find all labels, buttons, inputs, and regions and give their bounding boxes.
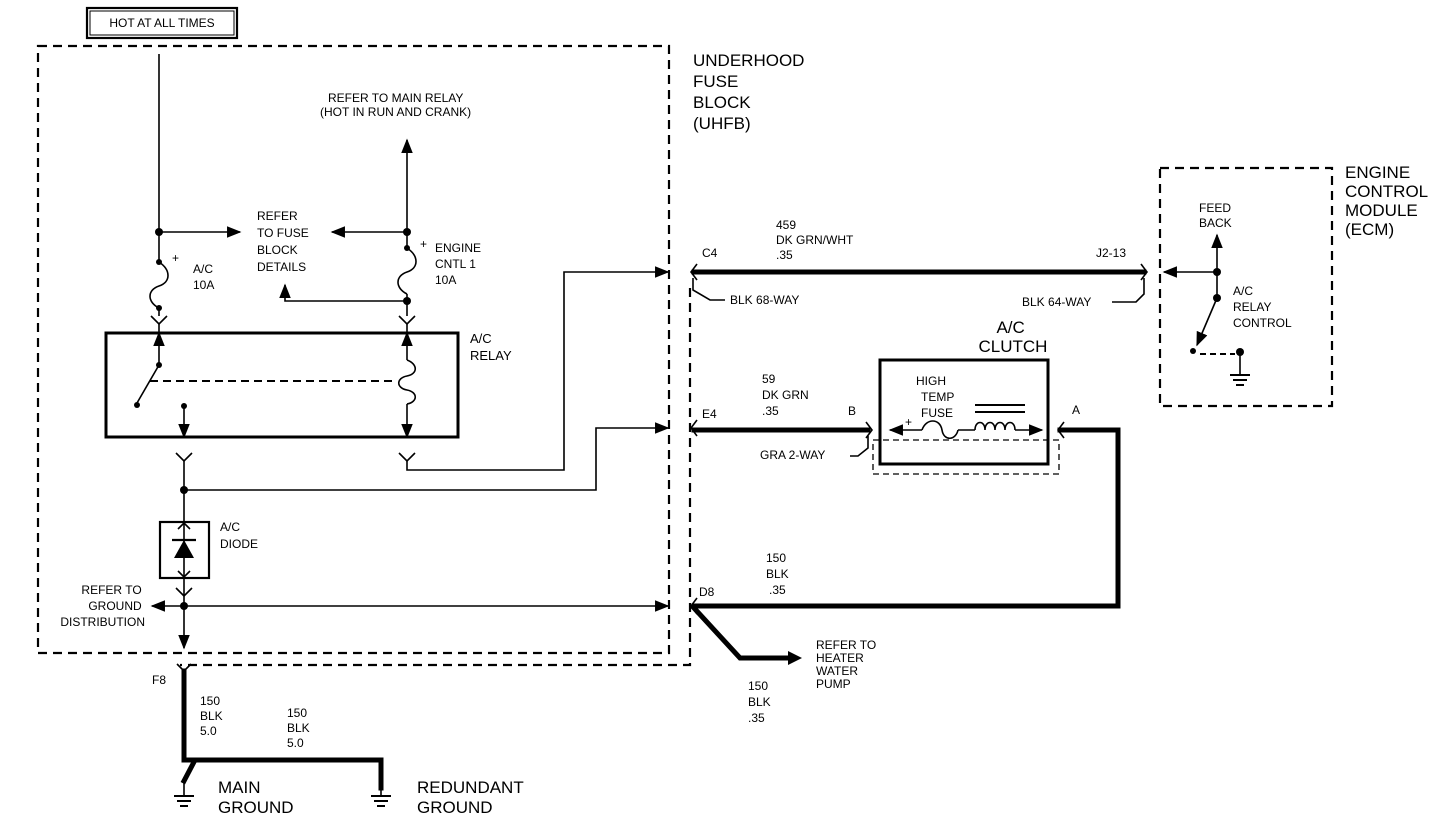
ecm-switch-contact xyxy=(1190,348,1196,354)
ac-diode xyxy=(158,520,211,580)
ac-clutch-connector-outline xyxy=(872,439,1060,475)
ac-diode-label: A/C DIODE xyxy=(220,520,258,551)
heater-arrow-head xyxy=(788,651,802,665)
refer-heater-label: REFER TO HEATER WATER PUMP xyxy=(816,638,880,691)
splice-dot xyxy=(403,228,411,236)
b-connector-mark xyxy=(865,421,873,439)
plus-marker: + xyxy=(172,251,179,265)
ecm-switch-arm xyxy=(1196,297,1218,347)
uhfb-connector-edge xyxy=(180,288,692,667)
main-ground-wire xyxy=(180,668,200,785)
engine-cntl-fuse xyxy=(279,245,417,332)
ac-clutch-body xyxy=(878,358,1050,466)
connector-fork xyxy=(175,452,193,463)
relay-to-e4-wire xyxy=(184,422,670,491)
c4-connector-label: C4 xyxy=(702,246,718,260)
b-connector-label: B xyxy=(848,404,856,418)
blk64-leader xyxy=(1112,278,1145,303)
gra2-label: GRA 2-WAY xyxy=(760,448,825,462)
ac-clutch-internal xyxy=(888,404,1044,440)
hot-at-all-times-label: HOT AT ALL TIMES xyxy=(109,16,214,30)
blk64-label: BLK 64-WAY xyxy=(1022,295,1091,309)
ac-clutch-label: A/C CLUTCH xyxy=(979,318,1048,356)
ac-relay-label: A/C RELAY xyxy=(470,331,512,363)
gra2-leader xyxy=(850,436,869,457)
connector-fork xyxy=(398,452,416,463)
wire-150-d8-label: 150 BLK .35 xyxy=(766,551,792,597)
coil-to-c4-wire xyxy=(406,266,670,471)
hot-at-all-times-box: HOT AT ALL TIMES xyxy=(85,6,239,40)
splice-dot xyxy=(1213,268,1221,276)
wire-150-heater xyxy=(690,604,793,661)
ecm-label: ENGINE CONTROL MODULE (ECM) xyxy=(1345,163,1432,239)
main-ground-symbol xyxy=(174,781,194,807)
ecm-ground-symbol xyxy=(1230,352,1250,386)
refer-fuse-block-label: REFER TO FUSE BLOCK DETAILS xyxy=(257,209,312,274)
uhfb-label: UNDERHOOD FUSE BLOCK (UHFB) xyxy=(693,51,809,133)
wire-459-label: 459 DK GRN/WHT .35 xyxy=(776,218,856,262)
uhfb-enclosure xyxy=(36,44,671,655)
blk68-leader xyxy=(692,278,725,301)
ecm-enclosure xyxy=(1158,166,1334,408)
plus-marker: + xyxy=(420,237,427,251)
d8-connector-label: D8 xyxy=(699,585,715,599)
redundant-ground-symbol xyxy=(371,788,391,807)
e4-connector-mark xyxy=(690,419,698,437)
ac-relay-control-label: A/C RELAY CONTROL xyxy=(1233,284,1292,330)
plus-marker: + xyxy=(905,415,912,429)
a-connector-label: A xyxy=(1072,403,1080,417)
wire-150-clutch-ground xyxy=(691,427,1121,609)
j2-13-connector-mark xyxy=(1140,263,1148,281)
engine-cntl-fuse-label: ENGINE CNTL 1 10A xyxy=(435,241,484,287)
ac-fuse xyxy=(149,259,169,332)
refer-main-relay-label: REFER TO MAIN RELAY (HOT IN RUN AND CRAN… xyxy=(320,91,471,119)
wire-150-redundant-label: 150 BLK 5.0 xyxy=(287,706,313,750)
wire-59-label: 59 DK GRN .35 xyxy=(762,372,812,418)
redundant-ground-label: REDUNDANT GROUND xyxy=(417,778,528,817)
ac-fuse-label: A/C 10A xyxy=(193,262,216,292)
splice-dot xyxy=(155,228,163,236)
j2-13-connector-label: J2-13 xyxy=(1096,246,1126,260)
ac-relay xyxy=(104,331,460,439)
wire-150-heater-label: 150 BLK .35 xyxy=(748,679,774,725)
c4-connector-mark xyxy=(690,263,698,281)
feedback-label: FEED BACK xyxy=(1199,201,1234,230)
blk68-label: BLK 68-WAY xyxy=(730,293,799,307)
main-ground-label: MAIN GROUND xyxy=(218,778,294,817)
e4-connector-label: E4 xyxy=(702,407,717,421)
high-temp-fuse-label: HIGH TEMP FUSE xyxy=(916,374,957,420)
refer-ground-label: REFER TO GROUND DISTRIBUTION xyxy=(60,583,145,629)
f8-connector-label: F8 xyxy=(152,673,166,687)
wire-150-main-label: 150 BLK 5.0 xyxy=(200,694,226,738)
